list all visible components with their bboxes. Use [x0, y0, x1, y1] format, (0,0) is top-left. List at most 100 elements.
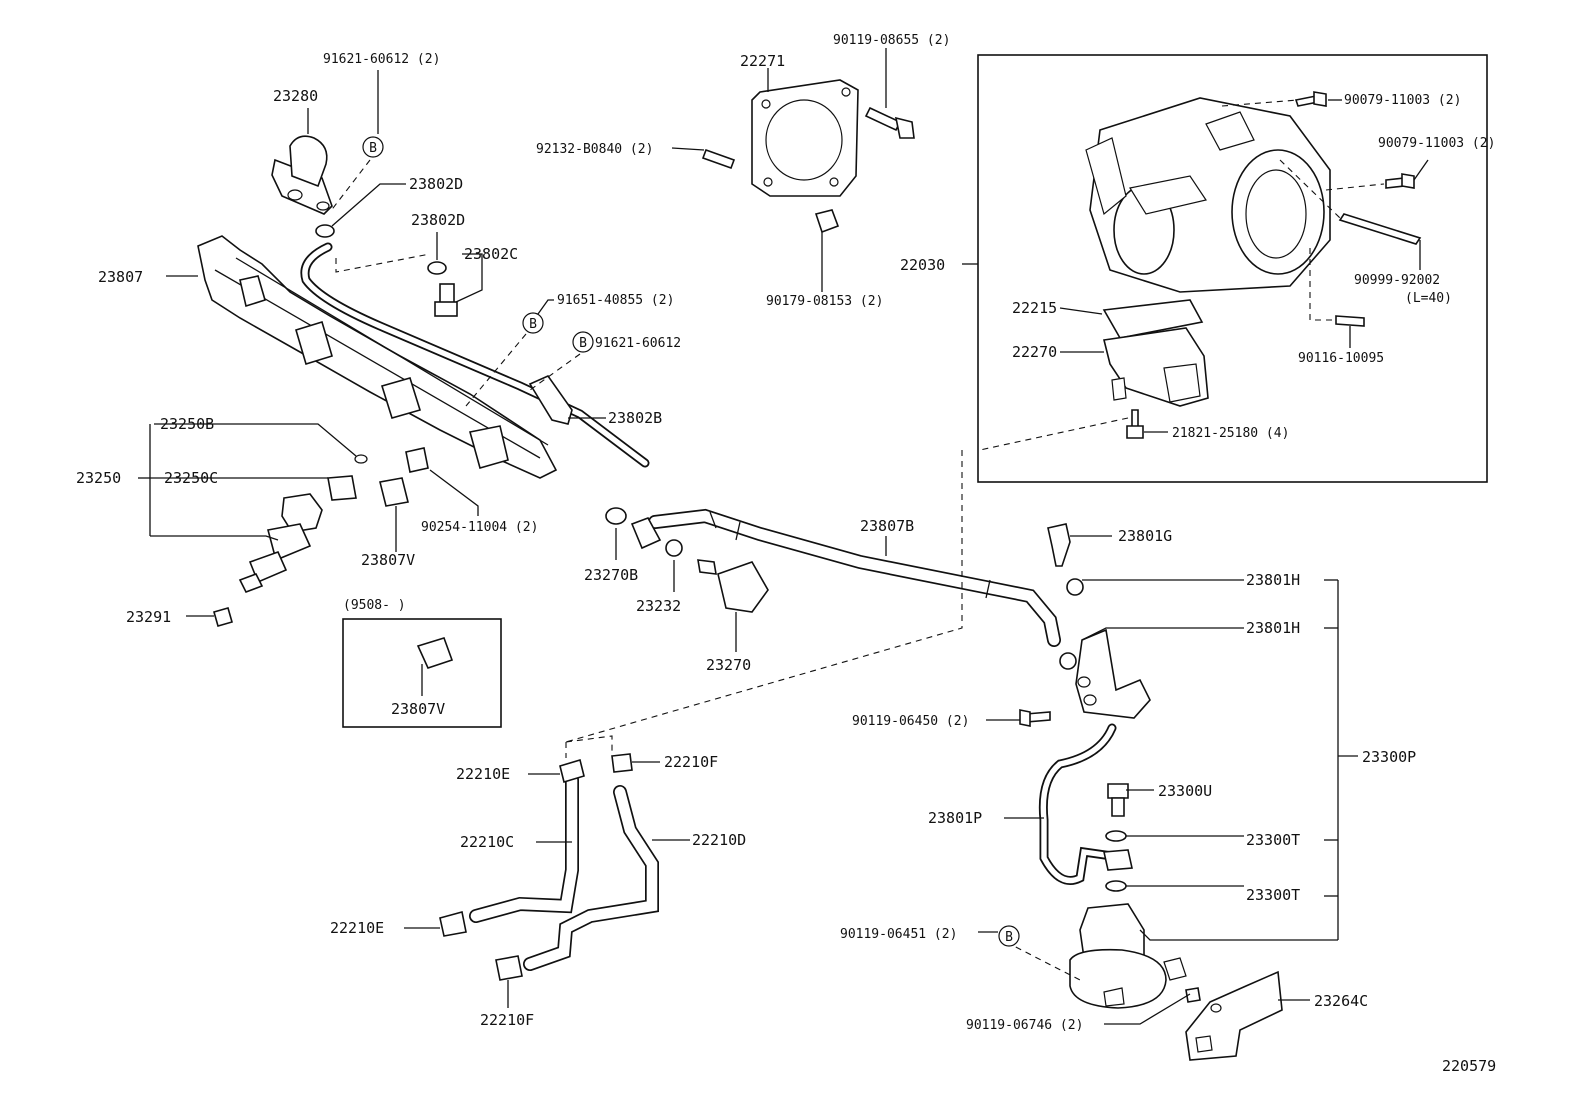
label-90079-11003-b: 90079-11003 (2) [1378, 136, 1495, 151]
screw-90079-b-part [1385, 173, 1415, 189]
label-90119-06746: 90119-06746 (2) [966, 1018, 1083, 1033]
label-90179-08153: 90179-08153 (2) [766, 294, 883, 309]
insulator-23250c-part [327, 475, 357, 501]
label-23802d-a: 23802D [409, 175, 463, 193]
b-marker-3: B [572, 331, 594, 353]
delivery-pipe-part [197, 235, 558, 479]
label-90119-06450: 90119-06450 (2) [852, 714, 969, 729]
union-bolt-23300u-part [1107, 783, 1129, 817]
stud-90116-part [1335, 315, 1365, 327]
grommet-90179-part [814, 209, 840, 234]
label-23270b: 23270B [584, 566, 638, 584]
label-23807b: 23807B [860, 517, 914, 535]
screw-90079-a-part [1294, 91, 1327, 107]
label-23802c: 23802C [464, 245, 518, 263]
gasket-23802d-part [315, 224, 335, 238]
label-22215: 22215 [1012, 299, 1057, 317]
stud-92132-part [701, 148, 736, 170]
label-23807v-a: 23807V [361, 551, 415, 569]
hose-22210c-part [469, 773, 579, 923]
label-90119-08655: 90119-08655 (2) [833, 33, 950, 48]
label-22210c: 22210C [460, 833, 514, 851]
label-22030: 22030 [900, 256, 945, 274]
label-23300t-b: 23300T [1246, 886, 1300, 904]
label-23291: 23291 [126, 608, 171, 626]
label-22270: 22270 [1012, 343, 1057, 361]
grommet-23807v-inset-part [416, 637, 454, 669]
label-91621-60612-2: 91621-60612 (2) [323, 52, 440, 67]
fuel-pipe-23801p-part [1038, 723, 1117, 885]
label-23280: 23280 [273, 87, 318, 105]
gasket-23802d-lower-part [427, 261, 447, 275]
label-22210e-b: 22210E [330, 919, 384, 937]
label-90116-10095: 90116-10095 [1298, 351, 1384, 366]
pin-90999-part [1338, 213, 1422, 245]
label-23801h-b: 23801H [1246, 619, 1300, 637]
label-date-range: (9508- ) [343, 598, 406, 613]
label-22210e-a: 22210E [456, 765, 510, 783]
label-90254-11004: 90254-11004 (2) [421, 520, 538, 535]
label-23801p: 23801P [928, 809, 982, 827]
svg-text:B: B [1005, 930, 1013, 945]
fuel-injector-part [238, 493, 323, 594]
label-92132-b0840: 92132-B0840 (2) [536, 142, 653, 157]
label-23300t-a: 23300T [1246, 831, 1300, 849]
b-marker-1: B [362, 136, 384, 158]
label-21821-25180: 21821-25180 (4) [1172, 426, 1289, 441]
clamp-22210f-b-part [495, 955, 523, 981]
label-23270: 23270 [706, 656, 751, 674]
label-22210f-a: 22210F [664, 753, 718, 771]
union-bolt-23801g-part [1047, 523, 1071, 567]
throttle-gasket-part [751, 79, 859, 197]
gasket-23232-part [665, 539, 683, 557]
svg-text:B: B [579, 336, 587, 351]
label-91621-60612: 91621-60612 [595, 336, 681, 351]
fuel-return-pipe-part [300, 242, 650, 468]
diagram-reference-number: 220579 [1442, 1057, 1496, 1075]
vsv-23270-part [697, 559, 769, 613]
gasket-23801h-b-part [1059, 652, 1077, 670]
label-90119-06451: 90119-06451 (2) [840, 927, 957, 942]
gasket-23300t-a-part [1105, 830, 1127, 842]
idle-air-control-valve-part [1102, 299, 1209, 407]
svg-text:B: B [369, 141, 377, 156]
label-23807: 23807 [98, 268, 143, 286]
injector-seal-23291-part [213, 607, 233, 627]
bracket-23264c-part [1185, 970, 1283, 1061]
clamp-22210e-b-part [439, 911, 467, 937]
bolt-90119-06450-part [1019, 709, 1051, 727]
svg-text:B: B [529, 317, 537, 332]
union-bolt-part [434, 283, 458, 317]
label-22271: 22271 [740, 52, 785, 70]
pressure-damper-part [271, 135, 333, 215]
label-23300u: 23300U [1158, 782, 1212, 800]
fitting-regulator-part [1103, 849, 1133, 871]
label-23250: 23250 [76, 469, 121, 487]
label-23250c: 23250C [164, 469, 218, 487]
gasket-23270b-part [605, 507, 627, 525]
clamp-22210e-a-part [559, 758, 585, 784]
clamp-22210f-a-part [611, 753, 633, 773]
label-23250b: 23250B [160, 415, 214, 433]
leader-lines [138, 48, 1429, 1025]
bolt-90119-08655-part [864, 106, 915, 139]
label-23802d-b: 23802D [411, 211, 465, 229]
label-22210f-b: 22210F [480, 1011, 534, 1029]
fuel-pipe-23807b-part [648, 508, 1061, 647]
label-91651-40855: 91651-40855 (2) [557, 293, 674, 308]
fitting-23270b-part [630, 517, 662, 550]
label-90079-11003-a: 90079-11003 (2) [1344, 93, 1461, 108]
regulator-bracket-part [1075, 628, 1151, 719]
throttle-body-group-box [977, 54, 1488, 483]
throttle-body-part [1085, 97, 1331, 293]
date-range-inset-box [342, 618, 502, 728]
label-23802b: 23802B [608, 409, 662, 427]
label-23801g: 23801G [1118, 527, 1172, 545]
label-l40: (L=40) [1405, 291, 1452, 306]
gasket-23801h-a-part [1066, 578, 1084, 596]
b-marker-2: B [522, 312, 544, 334]
fuel-pressure-regulator-part [1069, 903, 1187, 1009]
hose-22210d-part [523, 785, 659, 971]
screw-21821-part [1126, 409, 1144, 439]
